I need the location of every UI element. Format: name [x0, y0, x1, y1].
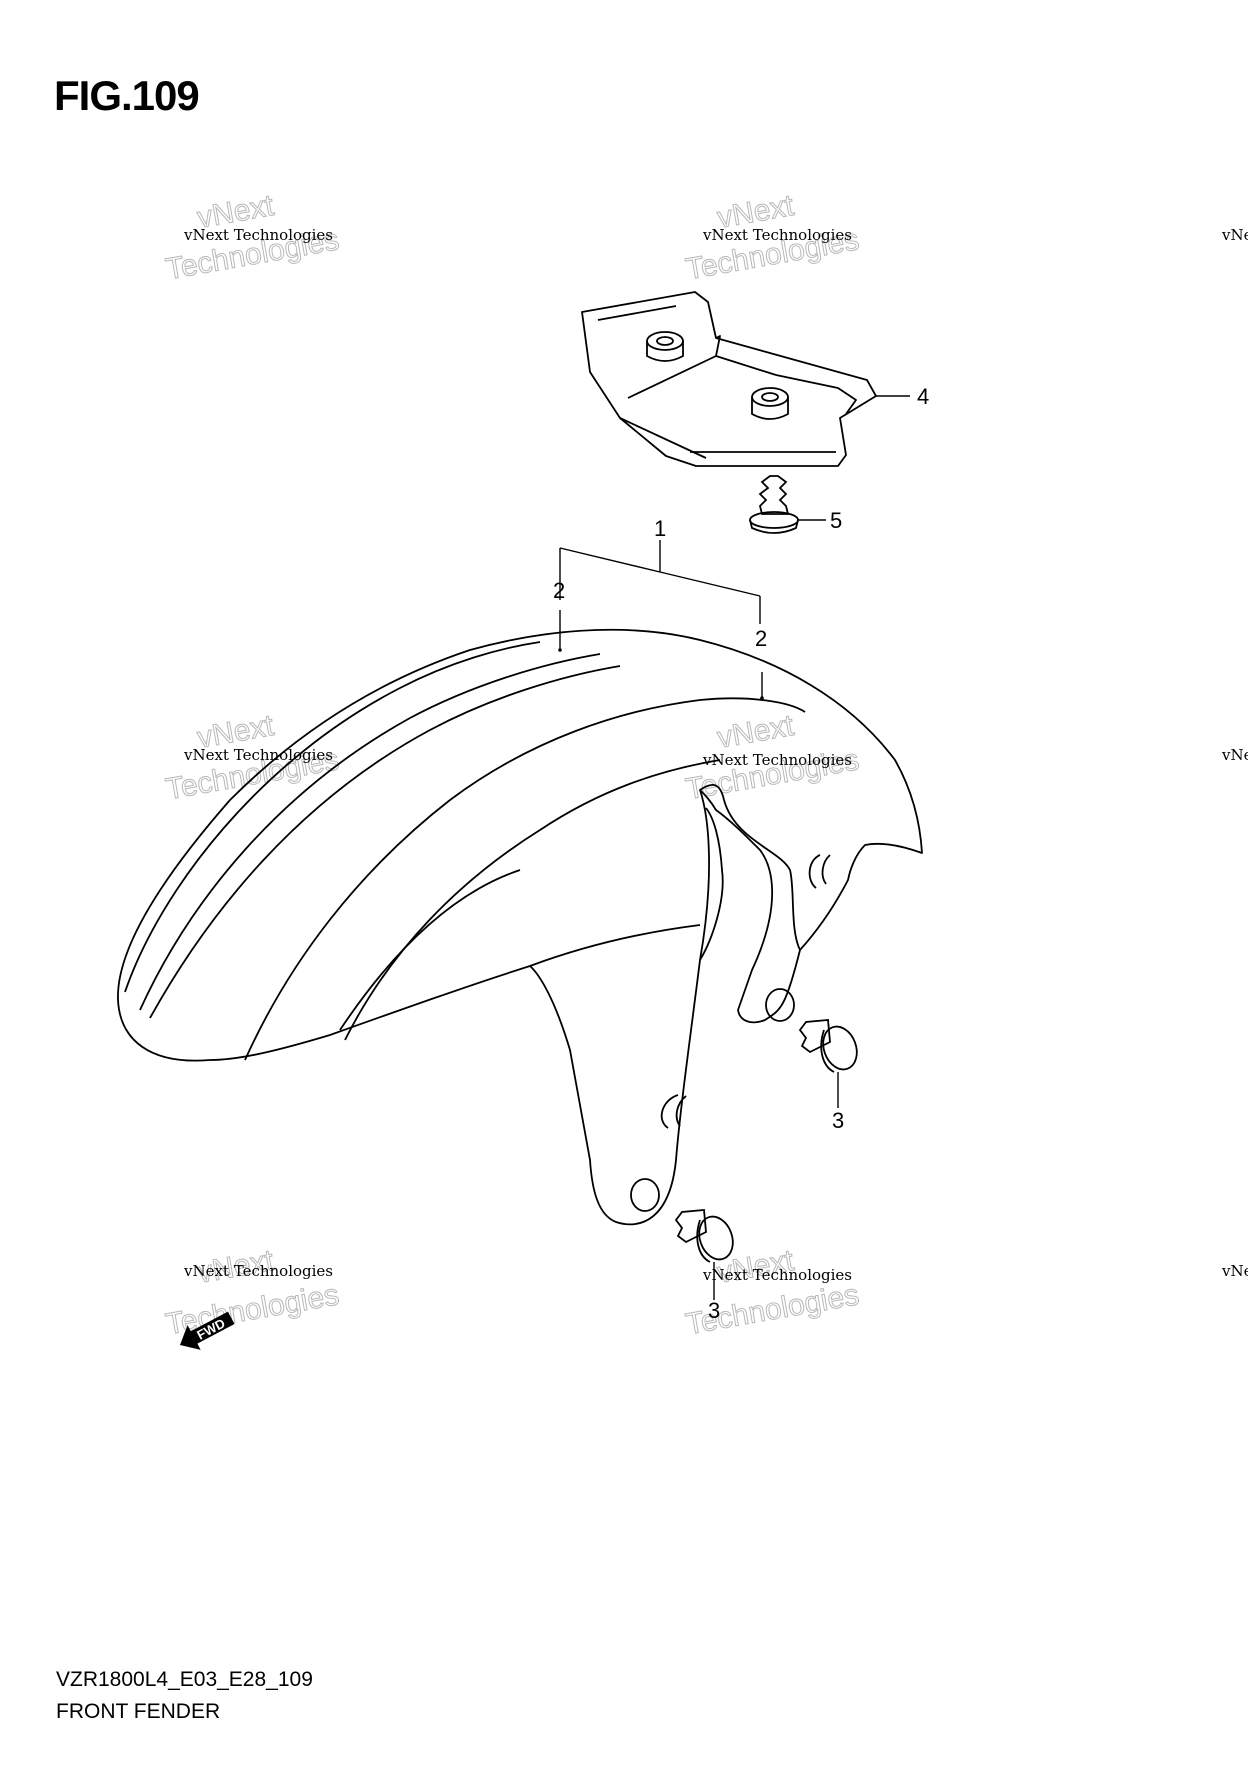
leader-lines [559, 395, 910, 1300]
callout-3a: 3 [832, 1108, 844, 1133]
callout-5: 5 [830, 508, 842, 533]
watermark-big: vNext [715, 709, 797, 755]
section-name: FRONT FENDER [56, 1700, 221, 1723]
callout-2a: 2 [553, 578, 565, 603]
part-screw-3a [798, 1019, 858, 1073]
model-code: VZR1800L4_E03_E28_109 [56, 1668, 313, 1691]
part-screw-5 [749, 475, 799, 534]
fixing-point [760, 696, 764, 700]
watermark-small: vNext Technologies [183, 1262, 333, 1280]
watermark-small: vNext Technologies [702, 1266, 852, 1284]
part-screw-3b [674, 1209, 734, 1263]
watermark-small: vNext Technologies [183, 226, 333, 244]
watermark-small: vNext Technologies [702, 751, 852, 769]
watermark-small-edge: vNext Technologies [1221, 746, 1248, 764]
callout-1: 1 [654, 516, 666, 541]
part-bracket [581, 291, 877, 467]
watermark-small-edge: vNext Technologies [1221, 1262, 1248, 1280]
watermark-small: vNext Technologies [702, 226, 852, 244]
watermark-group: Technologies vNext vNext Technologies Te… [163, 189, 1248, 1342]
part-front-fender [117, 628, 923, 1226]
fixing-point [558, 648, 562, 652]
callout-3b: 3 [708, 1298, 720, 1323]
callout-4: 4 [917, 384, 929, 409]
figure-title: FIG.109 [54, 72, 200, 119]
callout-2b: 2 [755, 626, 767, 651]
watermark-small: vNext Technologies [183, 746, 333, 764]
watermark-small-edge: vNext Technologies [1221, 226, 1248, 244]
